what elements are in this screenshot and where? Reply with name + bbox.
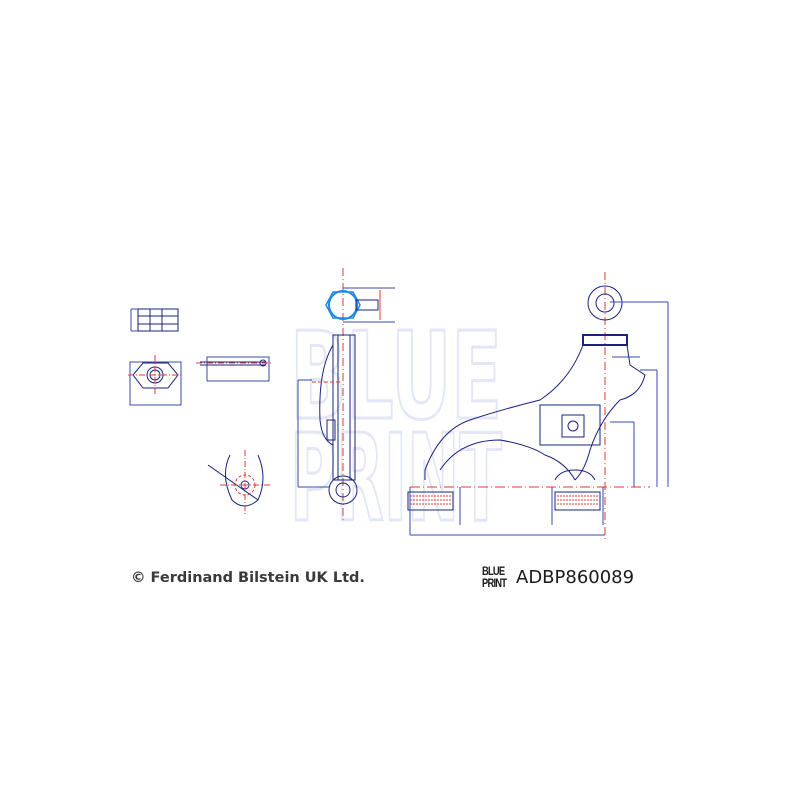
svg-text:BLUE: BLUE bbox=[290, 308, 502, 447]
nut-top-view bbox=[128, 355, 183, 406]
copyright-text: © Ferdinand Bilstein UK Ltd. bbox=[131, 570, 365, 586]
nut-side-view bbox=[130, 308, 179, 332]
svg-text:PRINT: PRINT bbox=[290, 410, 502, 549]
cotter-pin bbox=[196, 356, 272, 382]
brand-logo: BLUE PRINT bbox=[482, 565, 514, 595]
link-side-view bbox=[297, 268, 395, 520]
part-number: ADBP860089 bbox=[516, 567, 635, 588]
watermark: BLUE PRINT bbox=[289, 307, 504, 551]
logo-top-word: BLUE bbox=[482, 564, 505, 578]
control-arm bbox=[407, 272, 669, 540]
ball-joint-detail bbox=[207, 450, 270, 515]
logo-bottom-word: PRINT bbox=[482, 576, 507, 590]
